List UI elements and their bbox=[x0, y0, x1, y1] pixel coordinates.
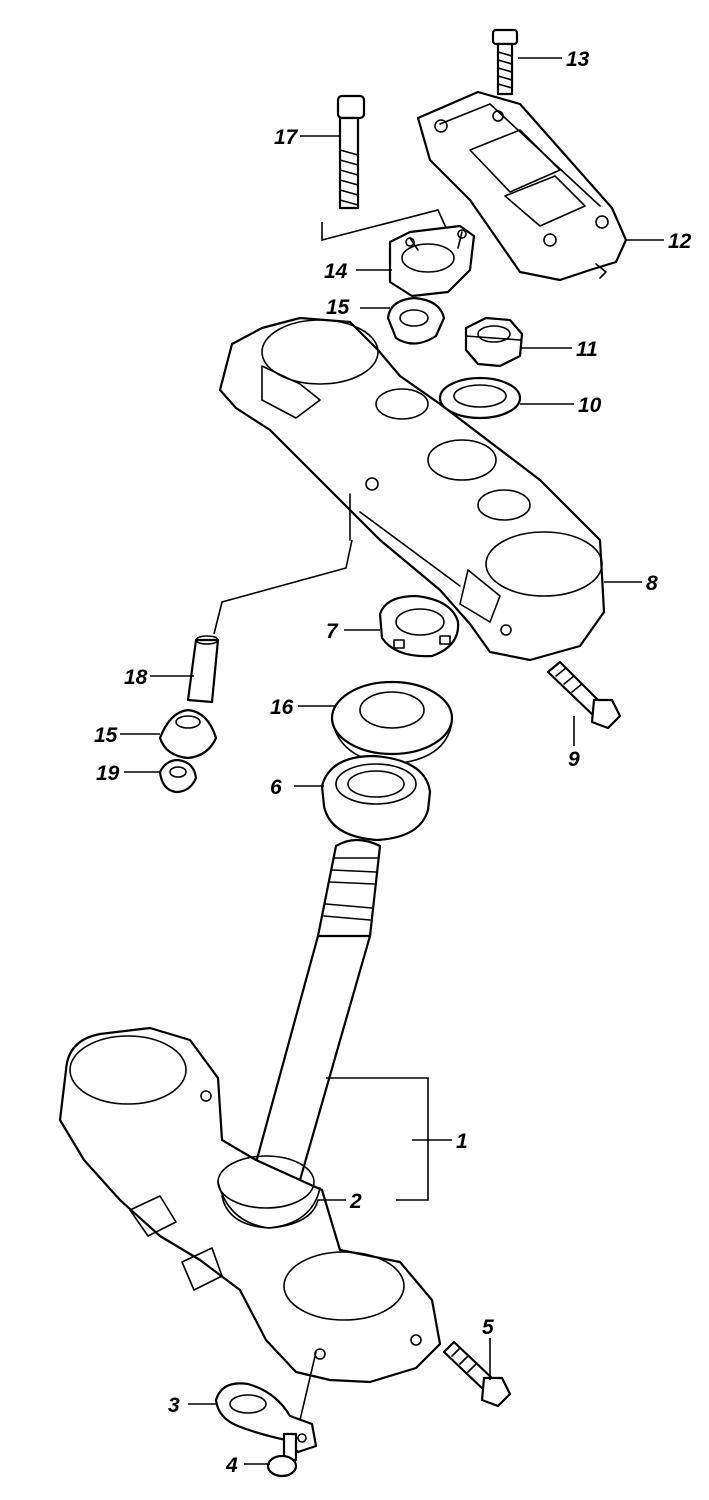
part-10-washer bbox=[438, 376, 522, 420]
part-13-bolt bbox=[491, 28, 519, 96]
callout-16: 16 bbox=[270, 696, 294, 719]
callout-2: 2 bbox=[349, 1190, 362, 1213]
callout-6: 6 bbox=[270, 776, 282, 799]
leader-lines bbox=[120, 57, 664, 1465]
part-6-bearing bbox=[320, 754, 432, 842]
callout-4: 4 bbox=[225, 1454, 238, 1477]
part-9-bolt bbox=[546, 660, 622, 730]
callout-13: 13 bbox=[566, 48, 590, 71]
part-12-handlebar-holder bbox=[416, 90, 628, 282]
callout-3: 3 bbox=[168, 1394, 180, 1417]
callout-8: 8 bbox=[646, 572, 658, 595]
part-16-dust-seal bbox=[330, 680, 454, 765]
part-17-bolt bbox=[336, 94, 366, 210]
callout-7: 7 bbox=[326, 620, 339, 643]
callout-19: 19 bbox=[96, 762, 120, 785]
part-8-upper-bracket bbox=[218, 316, 606, 662]
part-4-bolt bbox=[266, 1432, 298, 1478]
callout-11: 11 bbox=[576, 338, 598, 361]
part-11-nut bbox=[464, 316, 524, 368]
callout-15-upper: 15 bbox=[326, 296, 350, 319]
part-14-lower-holder bbox=[388, 224, 476, 298]
part-15-cushion-upper bbox=[386, 296, 446, 345]
part-2-bearing bbox=[221, 1195, 319, 1229]
callout-18: 18 bbox=[124, 666, 148, 689]
part-18-collar bbox=[186, 635, 220, 704]
callout-17: 17 bbox=[274, 126, 299, 149]
callout-1: 1 bbox=[456, 1130, 468, 1153]
callout-14: 14 bbox=[324, 260, 348, 283]
part-5-bolt bbox=[442, 1340, 512, 1408]
part-7-locknut bbox=[378, 594, 460, 658]
callout-5: 5 bbox=[482, 1316, 494, 1339]
callout-15-lower: 15 bbox=[94, 724, 118, 747]
callout-labels: 13 17 12 14 15 11 10 8 7 18 16 15 9 19 6… bbox=[94, 48, 692, 1477]
part-15-cushion-lower bbox=[158, 708, 218, 760]
alignment-line-clamp bbox=[299, 1351, 317, 1421]
alignment-line-lower bbox=[213, 539, 353, 635]
callout-10: 10 bbox=[578, 394, 602, 417]
callout-12: 12 bbox=[668, 230, 692, 253]
callout-9: 9 bbox=[568, 748, 580, 771]
part-1-steering-stem bbox=[58, 838, 442, 1384]
part-19-washer bbox=[158, 758, 198, 794]
